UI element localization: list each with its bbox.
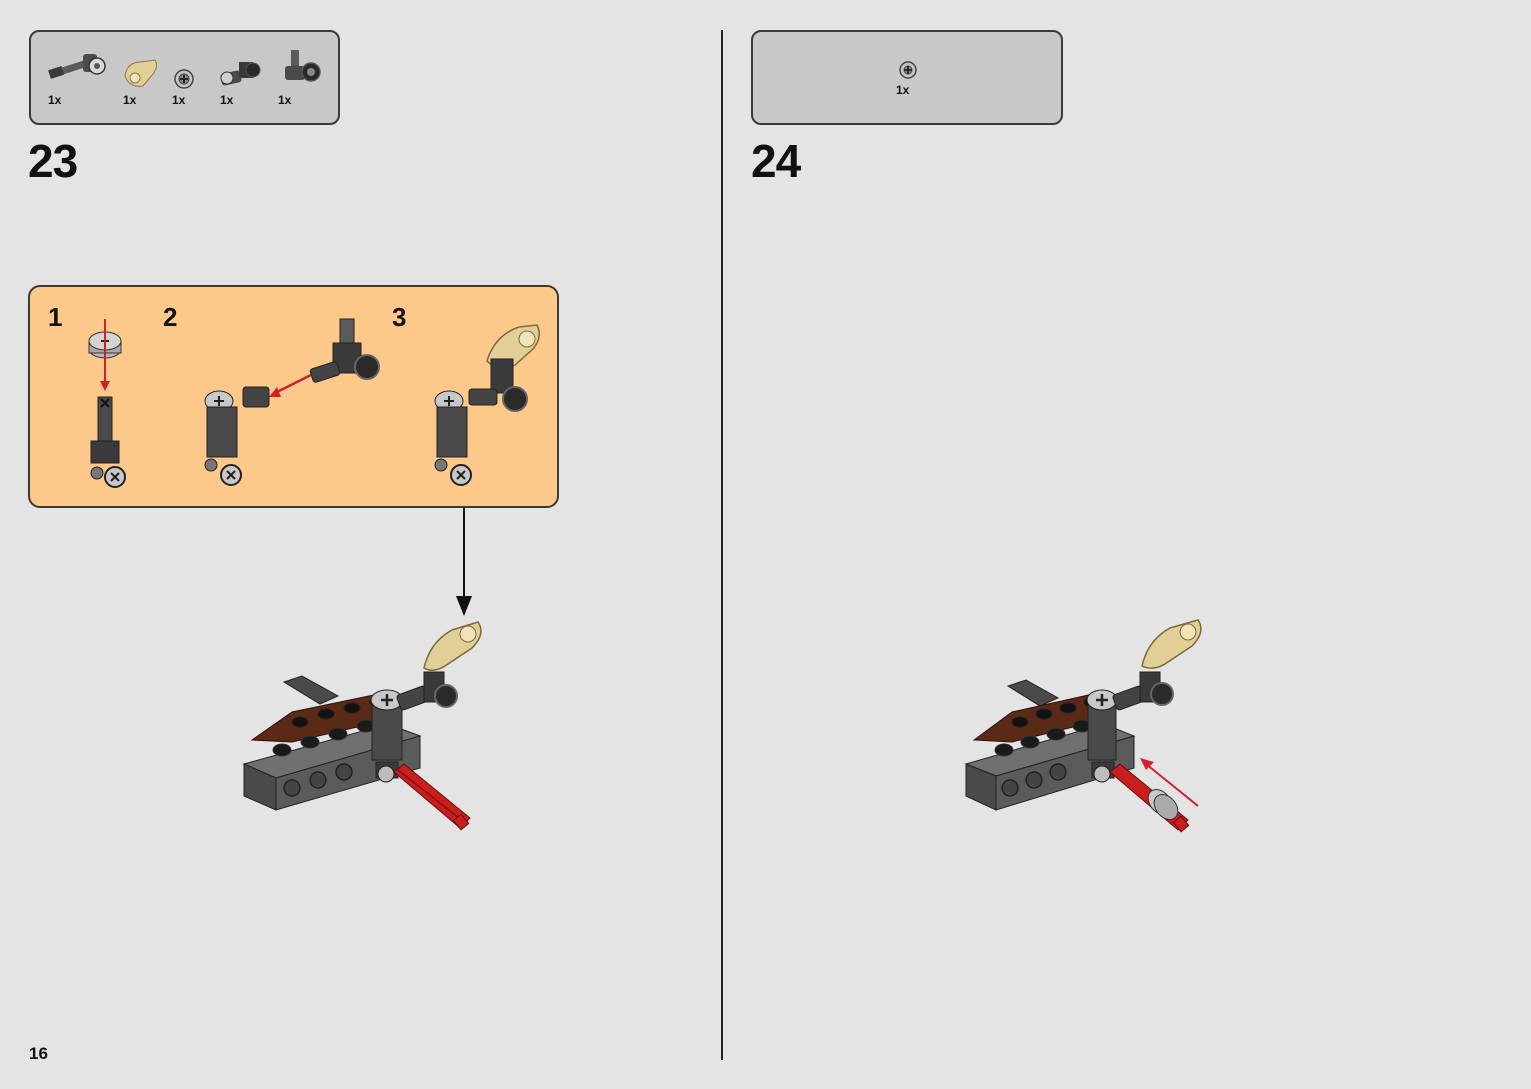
substep-3-illustration — [434, 324, 540, 486]
step-number-23: 23 — [28, 135, 78, 187]
tan-connector-part-icon — [124, 59, 158, 87]
axle-connector-part-icon — [285, 50, 321, 82]
step-number-24: 24 — [751, 135, 801, 187]
parts-list-step-24: 1x — [751, 30, 1063, 125]
attach-arrow — [456, 508, 472, 616]
substep-box: 1 2 3 — [28, 285, 559, 508]
substep-number-1: 1 — [48, 302, 63, 332]
model-illustration-step-23 — [242, 621, 482, 831]
bushing-part-icon — [174, 69, 194, 89]
substep-number-3: 3 — [392, 302, 407, 332]
axle-with-connector-part-icon — [48, 54, 106, 79]
bushing-part-icon — [899, 61, 917, 79]
part-qty: 1x — [123, 93, 137, 107]
part-qty: 1x — [278, 93, 292, 107]
part-qty: 1x — [172, 93, 186, 107]
substep-2-illustration — [204, 318, 380, 486]
substep-number-2: 2 — [163, 302, 178, 332]
part-qty: 1x — [48, 93, 62, 107]
parts-list-step-23: 1x 1x 1x 1x 1x — [29, 30, 340, 125]
part-qty: 1x — [896, 83, 910, 97]
model-illustration-step-24 — [964, 619, 1202, 833]
angle-connector-part-icon — [220, 62, 261, 86]
substep-1-illustration — [88, 319, 126, 488]
page-divider — [721, 30, 723, 1060]
part-qty: 1x — [220, 93, 234, 107]
page-number: 16 — [29, 1044, 48, 1063]
